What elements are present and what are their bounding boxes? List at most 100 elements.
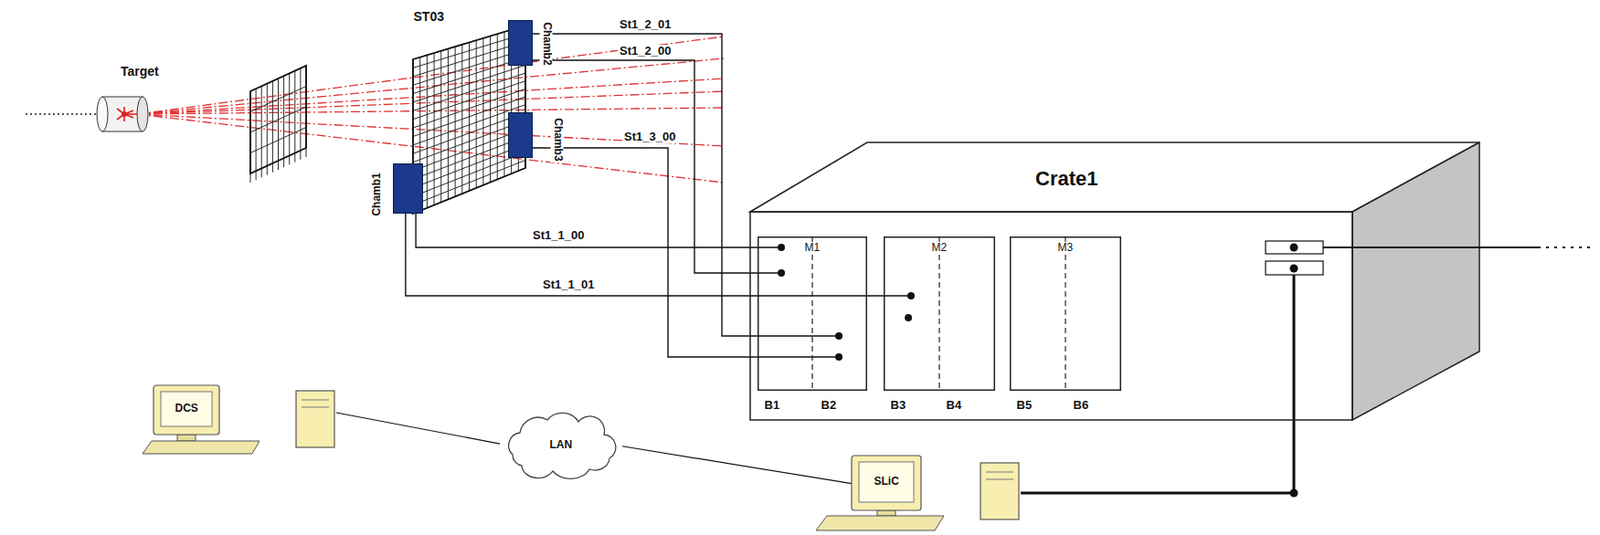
- chamber-label: Chamb3: [550, 116, 563, 163]
- crate-side: [1352, 142, 1480, 421]
- keyboard: [142, 441, 260, 455]
- grid-line: [255, 88, 257, 181]
- grid-line: [283, 75, 285, 168]
- signal-cable: [336, 413, 500, 445]
- cylinder-body: [102, 96, 143, 132]
- monitor-case: [851, 455, 922, 511]
- tower-case: [296, 391, 335, 448]
- board-divider: [811, 236, 813, 392]
- board-slot-label: B4: [946, 399, 963, 414]
- grid-line: [413, 159, 526, 205]
- particle-track: [137, 58, 724, 115]
- network-cable: [1293, 246, 1541, 249]
- module-label: M1: [803, 242, 823, 255]
- chamber-label: Chamb1: [370, 170, 383, 218]
- grid-line: [299, 68, 301, 160]
- signal-name: St1_1_01: [540, 278, 596, 293]
- connector-dot: [904, 314, 912, 322]
- grid-line: [272, 81, 274, 173]
- detector-station: Chamb2Chamb3Chamb1ST03: [413, 25, 528, 214]
- board-slot-label: B5: [1017, 399, 1033, 414]
- node-shape: [883, 236, 996, 392]
- board-divider: [938, 236, 940, 392]
- detector-plane: [250, 65, 307, 183]
- beam-line: [25, 113, 97, 116]
- board-slot-label: B1: [764, 399, 781, 414]
- grid-frame: [250, 65, 307, 174]
- signal-cable: [405, 213, 912, 297]
- grid-line: [277, 78, 279, 170]
- board-slot-label: B2: [821, 399, 838, 414]
- board-slot-label: B3: [890, 399, 907, 414]
- workstation: SLiC: [815, 454, 1021, 533]
- signal-name: St1_2_00: [617, 44, 673, 59]
- keyboard: [815, 516, 944, 531]
- interaction-point: [121, 111, 128, 117]
- signal-cable: [622, 446, 852, 485]
- node-shape: [815, 454, 1021, 533]
- module-outline: [758, 237, 868, 392]
- tower-case: [980, 463, 1019, 520]
- connector-dot: [777, 269, 785, 277]
- board-slot-label: B6: [1073, 399, 1090, 414]
- node-shape: [750, 142, 1480, 421]
- node-shape: [757, 236, 868, 392]
- monitor-screen: [160, 392, 212, 427]
- drive-slot: [985, 472, 1014, 474]
- crate-label: Crate1: [1035, 167, 1098, 191]
- grid-line: [266, 84, 268, 176]
- workstation: DCS: [142, 383, 337, 457]
- drive-slot: [301, 400, 329, 402]
- port-dot: [1290, 264, 1299, 274]
- grid-line: [250, 86, 307, 113]
- signal-cable: [415, 213, 782, 248]
- grid-line: [413, 64, 526, 103]
- connector-dot: [777, 243, 785, 252]
- grid-line: [250, 127, 307, 154]
- grid-line: [413, 73, 526, 111]
- crate-port: [1265, 261, 1324, 276]
- monitor-stand: [177, 434, 196, 442]
- workstation-label: SLiC: [874, 476, 900, 489]
- grid-line: [250, 106, 307, 133]
- crate-port: [1265, 241, 1324, 255]
- module-outline: [884, 237, 996, 392]
- chamber-box: Chamb3: [508, 112, 533, 159]
- module-board: M2: [883, 236, 996, 392]
- chamber-box: Chamb2: [508, 20, 533, 66]
- grid-line: [294, 71, 296, 163]
- node-shape: [142, 383, 337, 457]
- chamber-label: Chamb2: [539, 20, 552, 67]
- connector-dot: [835, 332, 843, 340]
- crate-front: [750, 211, 1353, 421]
- module-label: M2: [930, 242, 950, 255]
- cloud-outline: [508, 413, 616, 479]
- crate-housing: M1 M2 M3 Crate1: [750, 142, 1480, 421]
- node-shape: [1009, 236, 1122, 392]
- target-cylinder: Target: [95, 95, 150, 134]
- particle-track: [137, 91, 724, 115]
- signal-cable: [532, 33, 839, 337]
- port-dot: [1290, 243, 1299, 253]
- module-label: M3: [1056, 242, 1076, 255]
- board-divider: [1064, 236, 1066, 392]
- monitor-case: [153, 385, 220, 435]
- target-label: Target: [120, 63, 159, 79]
- signal-name: St1_2_01: [617, 18, 673, 32]
- network-label: LAN: [550, 439, 573, 453]
- cylinder-end: [96, 96, 108, 132]
- drive-slot: [985, 479, 1014, 481]
- network-cloud: LAN: [499, 411, 623, 474]
- node-shape: [95, 95, 150, 134]
- module-board: M3: [1009, 236, 1122, 392]
- module-board: M1: [757, 236, 868, 392]
- signal-name: St1_1_00: [530, 229, 586, 244]
- drive-slot: [301, 407, 329, 409]
- grid-line: [261, 85, 263, 178]
- connector-dot: [907, 292, 915, 300]
- workstation-label: DCS: [175, 402, 199, 416]
- chamber-box: Chamb1: [392, 163, 424, 214]
